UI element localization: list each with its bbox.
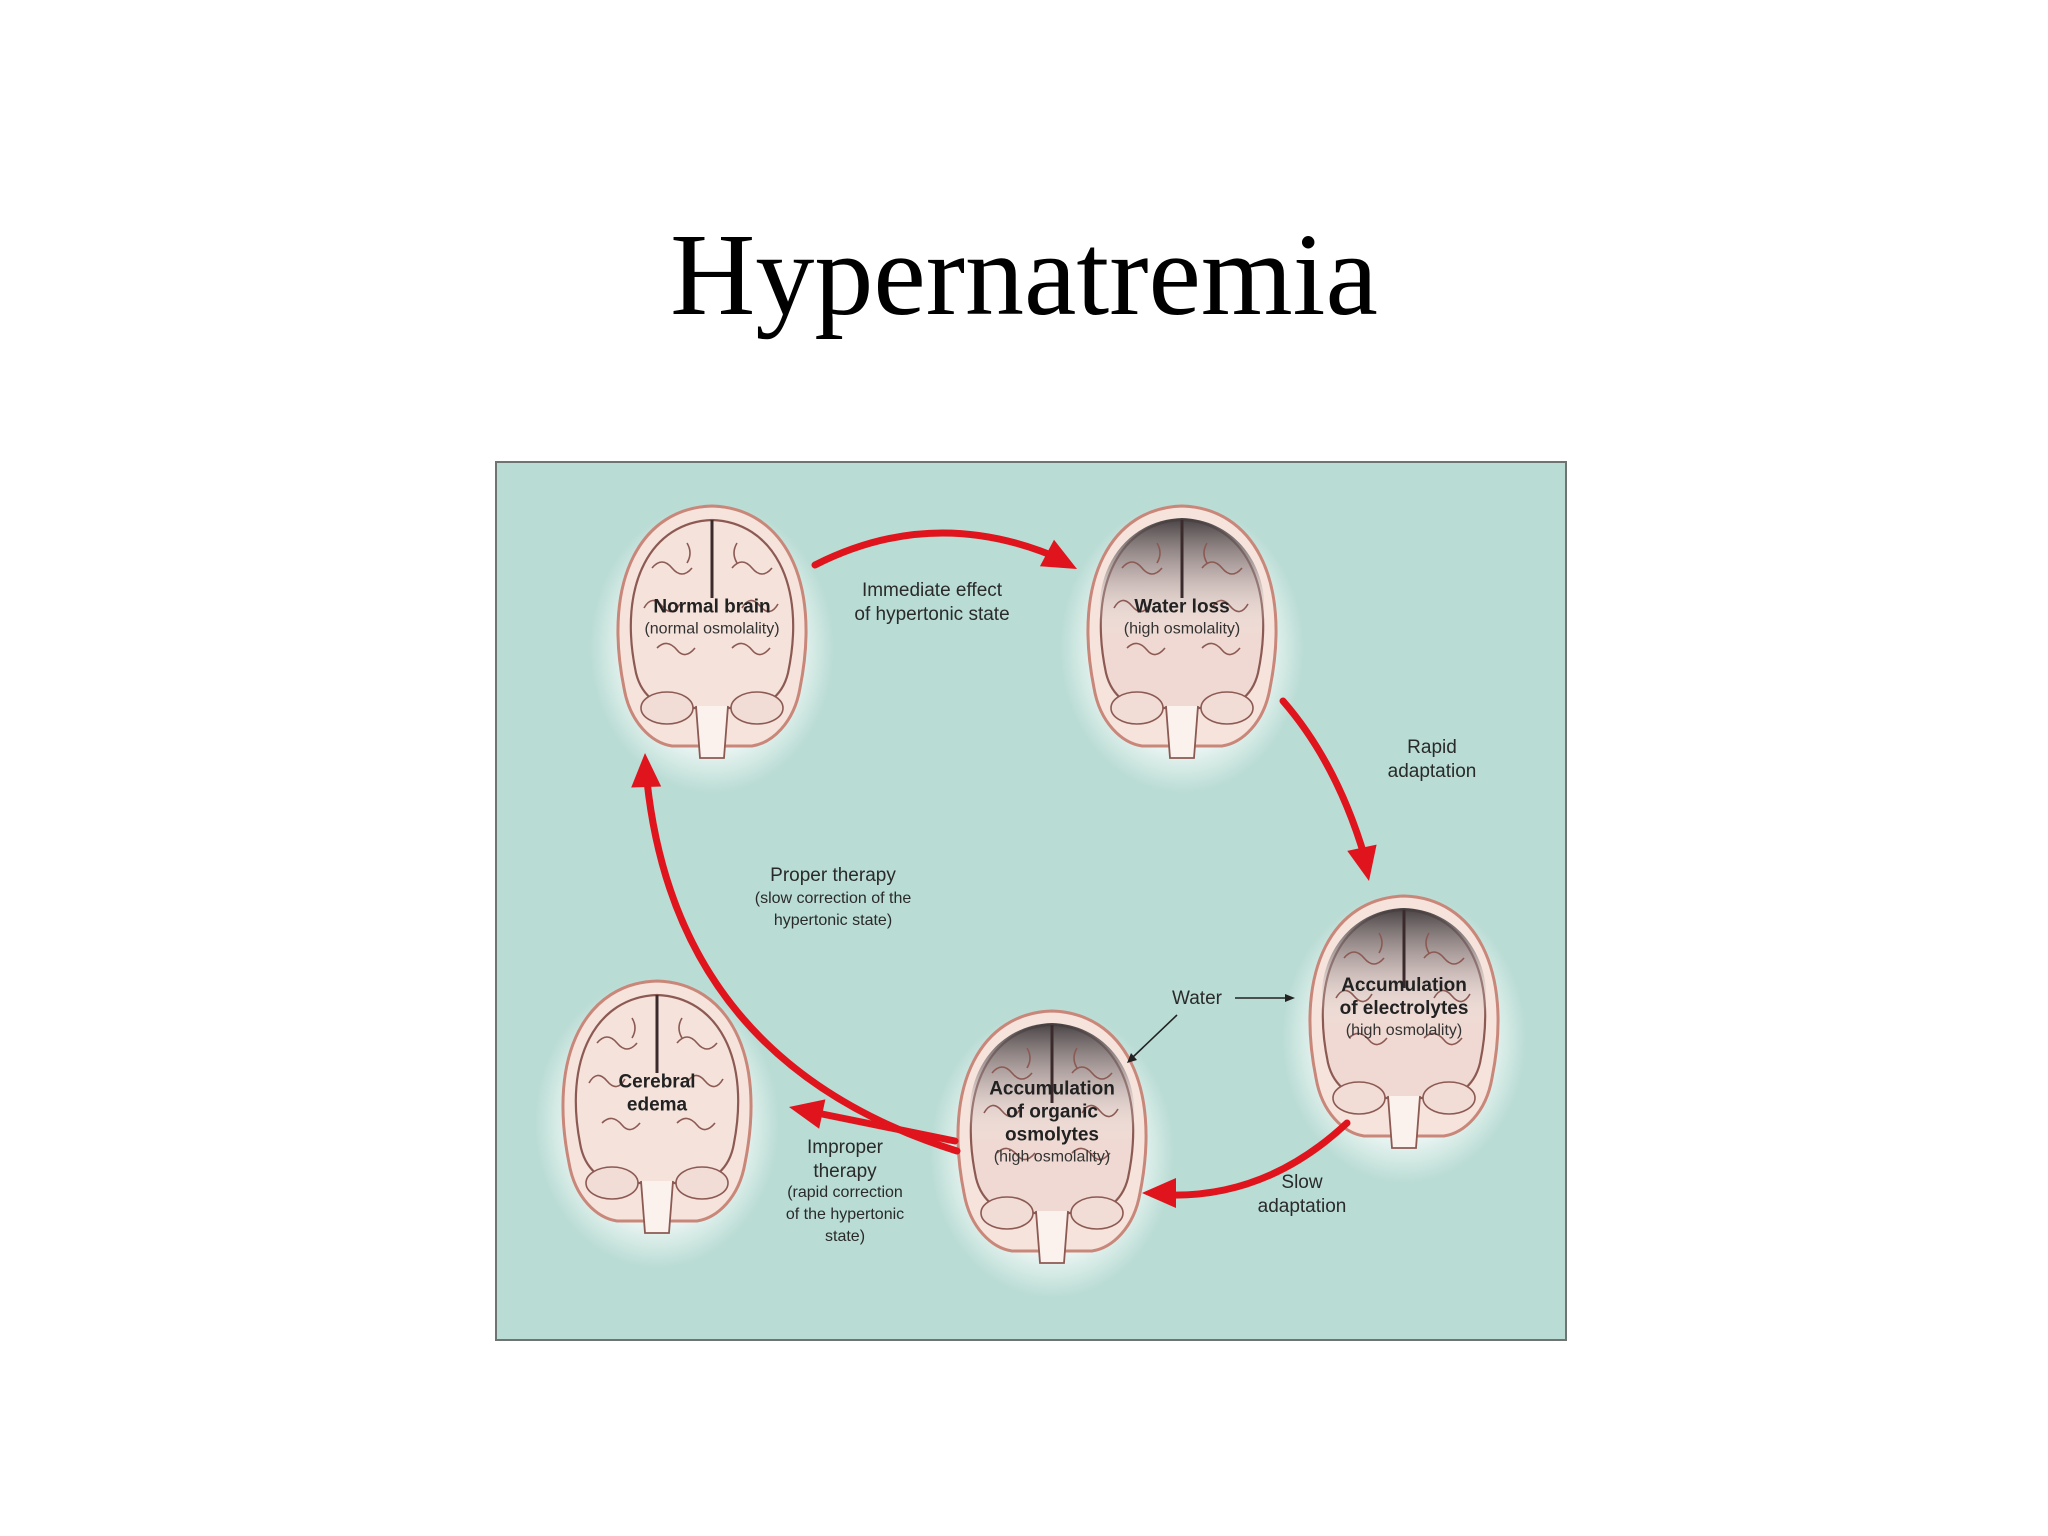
arrow-label-subtext: state) <box>825 1228 865 1245</box>
arrow-immediate-effect <box>811 529 1077 569</box>
brainstem <box>640 1180 674 1234</box>
arrow-label-text: Rapid <box>1407 737 1457 758</box>
temporal-lobe-left <box>980 1196 1034 1230</box>
brainstem <box>1165 705 1199 759</box>
temporal-lobe-left <box>640 691 694 725</box>
brain-label: Cerebral <box>618 1072 695 1093</box>
brainstem <box>1387 1095 1421 1149</box>
gyri <box>643 542 779 656</box>
arrow-label-subtext: (slow correction of the <box>755 890 912 907</box>
brainstem <box>695 705 729 759</box>
arrow-label-subtext: hypertonic state) <box>774 912 892 929</box>
arrow-label-subtext: of the hypertonic <box>786 1206 904 1223</box>
diagram-panel: Normal brain (normal osmolality) Water los… <box>495 461 1567 1341</box>
arrow-label-text: adaptation <box>1258 1196 1347 1217</box>
temporal-lobe-left <box>1332 1081 1386 1115</box>
brain-label: Accumulation <box>1341 975 1467 996</box>
gyri <box>983 1047 1119 1161</box>
arrow-label-proper-therapy: Proper therapy (slow correction of the hyp… <box>755 865 912 929</box>
arrow-label-text: of hypertonic state <box>854 604 1009 625</box>
brain-label: Accumulation <box>989 1079 1115 1100</box>
arrow-label-text: Improper <box>807 1137 884 1158</box>
brain-normal: Normal brain (normal osmolality) <box>590 503 834 793</box>
arrow-label-text: Immediate effect <box>862 580 1003 601</box>
arrow-rapid-adaptation <box>1279 697 1377 881</box>
brain-sublabel: (high osmolality) <box>994 1149 1110 1166</box>
temporal-lobe-right <box>675 1166 729 1200</box>
arrow-label-improper-therapy: Improper therapy (rapid correction of the h… <box>786 1137 904 1245</box>
arrow-improper-therapy <box>789 1099 959 1145</box>
temporal-lobe-right <box>1070 1196 1124 1230</box>
temporal-lobe-left <box>1110 691 1164 725</box>
gyri <box>1335 932 1471 1046</box>
hypernatremia-cycle-diagram: Normal brain (normal osmolality) Water los… <box>535 503 1526 1298</box>
brainstem <box>1035 1210 1069 1264</box>
arrow-label-text: Slow <box>1281 1172 1322 1193</box>
temporal-lobe-right <box>730 691 784 725</box>
arrow-proper-therapy <box>631 753 961 1155</box>
brain-sublabel: (high osmolality) <box>1124 621 1240 638</box>
arrow-label-text: therapy <box>813 1161 877 1182</box>
arrow-label-rapid-adaptation: Rapid adaptation <box>1388 737 1477 782</box>
gyri <box>588 1017 724 1131</box>
arrow-label-water: Water <box>1172 988 1223 1009</box>
slide-title: Hypernatremia <box>670 209 1378 340</box>
arrow-label-slow-adaptation: Slow adaptation <box>1258 1172 1347 1217</box>
temporal-lobe-left <box>585 1166 639 1200</box>
brain-label: Normal brain <box>653 597 770 618</box>
arrow-slow-adaptation <box>1142 1119 1351 1208</box>
brain-water-loss: Water loss (high osmolality) <box>1060 503 1304 793</box>
water-flow-arrows <box>1127 994 1295 1063</box>
brain-sublabel: (normal osmolality) <box>644 621 779 638</box>
brain-label: of electrolytes <box>1340 998 1469 1019</box>
temporal-lobe-right <box>1200 691 1254 725</box>
arrow-label-subtext: (rapid correction <box>787 1184 903 1201</box>
arrow-label-immediate-effect: Immediate effect of hypertonic state <box>854 580 1009 625</box>
brain-label: of organic <box>1006 1102 1098 1123</box>
brain-label: edema <box>627 1095 688 1116</box>
brain-label: osmolytes <box>1005 1125 1099 1146</box>
brain-sublabel: (high osmolality) <box>1346 1022 1462 1039</box>
temporal-lobe-right <box>1422 1081 1476 1115</box>
arrow-label-text: Proper therapy <box>770 865 896 886</box>
arrow-label-text: adaptation <box>1388 761 1477 782</box>
brain-label: Water loss <box>1134 597 1229 618</box>
gyri <box>1113 542 1249 656</box>
arrow-label-text: Water <box>1172 988 1223 1009</box>
